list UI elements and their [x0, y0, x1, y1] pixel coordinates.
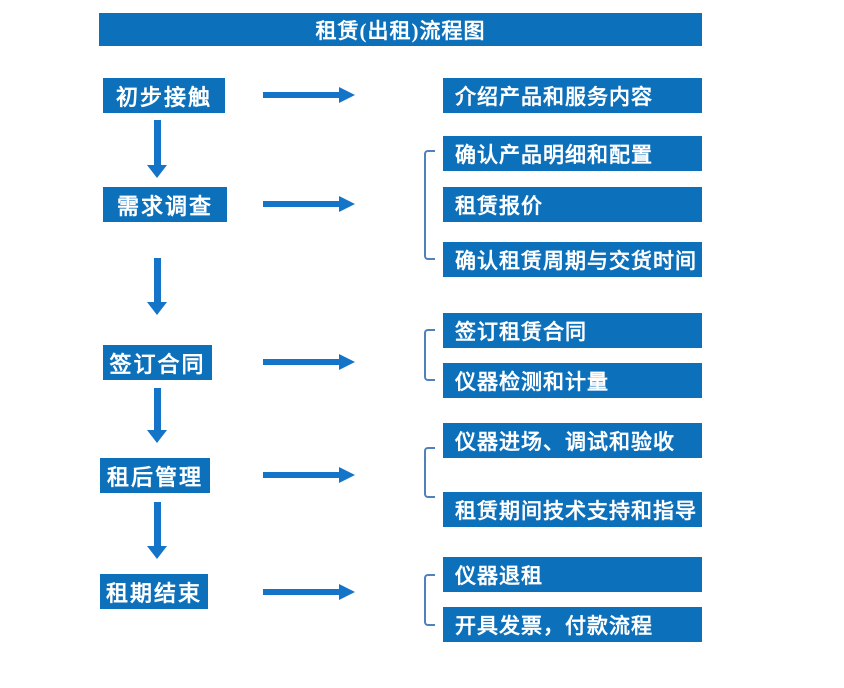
- group-bracket: [424, 329, 435, 381]
- right-arrow-icon: [263, 354, 355, 370]
- down-arrow-icon: [147, 502, 167, 559]
- right-arrow-icon: [263, 87, 355, 103]
- detail-confirm-rental-period-delivery: 确认租赁周期与交货时间: [443, 242, 702, 277]
- right-arrow-icon: [263, 584, 355, 600]
- down-arrow-icon: [147, 120, 167, 178]
- down-arrow-icon: [147, 258, 167, 315]
- group-bracket: [424, 150, 435, 260]
- detail-instrument-return: 仪器退租: [443, 557, 702, 592]
- down-arrow-icon: [147, 388, 167, 443]
- detail-introduce-products-services: 介绍产品和服务内容: [443, 78, 702, 113]
- detail-tech-support-during-rental: 租赁期间技术支持和指导: [443, 492, 702, 527]
- detail-sign-rental-contract: 签订租赁合同: [443, 313, 702, 348]
- step-post-rental-management: 租后管理: [100, 458, 210, 493]
- step-sign-contract: 签订合同: [103, 345, 212, 380]
- right-arrow-icon: [263, 196, 355, 212]
- group-bracket: [424, 447, 435, 498]
- flowchart-title: 租赁(出租)流程图: [99, 13, 702, 46]
- step-initial-contact: 初步接触: [103, 78, 225, 113]
- detail-instrument-testing-metering: 仪器检测和计量: [443, 363, 702, 398]
- step-demand-survey: 需求调查: [103, 187, 227, 222]
- step-rental-end: 租期结束: [100, 574, 208, 609]
- group-bracket: [424, 574, 435, 626]
- detail-instrument-entry-debug-acceptance: 仪器进场、调试和验收: [443, 423, 702, 458]
- detail-invoice-payment-process: 开具发票，付款流程: [443, 607, 702, 642]
- detail-rental-quotation: 租赁报价: [443, 187, 702, 222]
- detail-confirm-product-details-config: 确认产品明细和配置: [443, 136, 702, 171]
- right-arrow-icon: [263, 467, 355, 483]
